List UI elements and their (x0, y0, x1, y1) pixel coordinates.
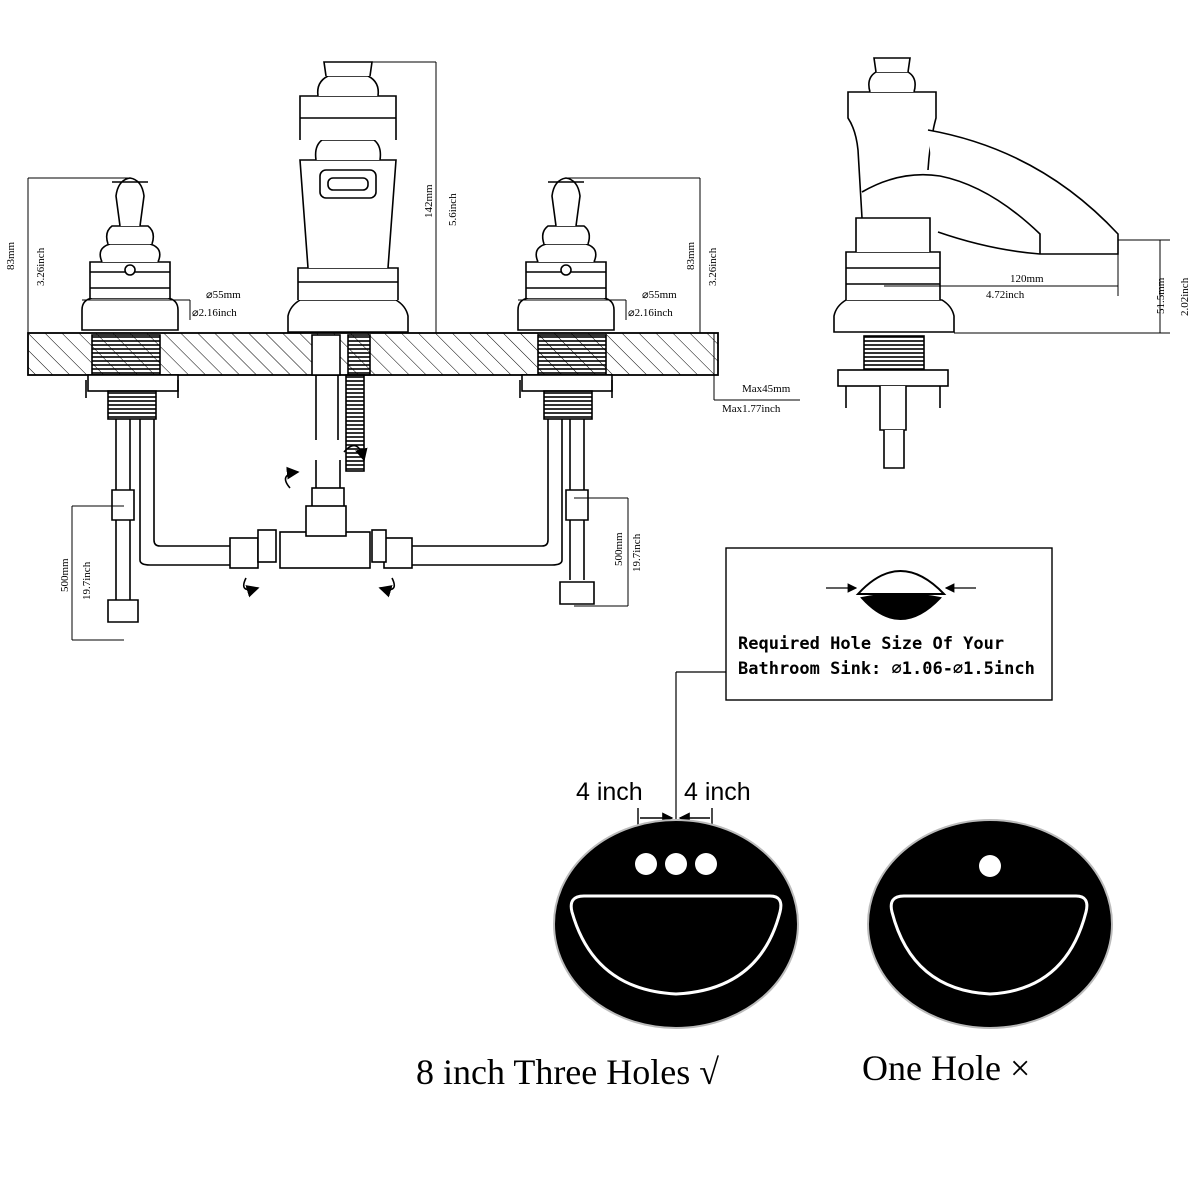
spout-clearance-mm: 51.5mm (1155, 277, 1167, 314)
three-hole-caption: 8 inch Three Holes √ (416, 1052, 719, 1092)
left-handle-height-inch: 3.26inch (35, 247, 47, 286)
right-hose-length-mm: 500mm (613, 532, 625, 566)
left-handle (81, 177, 179, 376)
spacing-left-label: 4 inch (576, 778, 643, 806)
right-hose-length-inch: 19.7inch (631, 533, 643, 572)
front-dimensions (27, 61, 800, 641)
hole-note-line2: Bathroom Sink: ⌀1.06-⌀1.5inch (738, 659, 1035, 679)
right-handle (517, 177, 615, 376)
sink-hole-single (979, 855, 1001, 877)
one-hole-caption: One Hole × (862, 1048, 1030, 1088)
right-handle-height-inch: 3.26inch (707, 247, 719, 286)
side-dimensions (884, 239, 1170, 334)
right-handle-diameter-inch: ⌀2.16inch (628, 307, 673, 319)
three-hole-sink (553, 819, 799, 1029)
deck-max-mm: Max45mm (742, 383, 791, 395)
left-hose-length-mm: 500mm (59, 558, 71, 592)
hole-size-callout (725, 547, 1053, 701)
one-hole-sink (867, 819, 1113, 1029)
spout-height-mm: 142mm (423, 184, 435, 218)
center-spout (279, 61, 409, 569)
deck-max-inch: Max1.77inch (722, 403, 781, 415)
reach-mm: 120mm (1010, 273, 1044, 285)
left-hose-length-inch: 19.7inch (81, 561, 93, 600)
right-supply-hose (371, 374, 613, 605)
spout-clearance-inch: 2.02inch (1179, 277, 1191, 316)
left-handle-diameter-mm: ⌀55mm (206, 289, 241, 301)
right-handle-height-mm: 83mm (685, 241, 697, 270)
left-handle-diameter-inch: ⌀2.16inch (192, 307, 237, 319)
reach-inch: 4.72inch (986, 289, 1025, 301)
sink-hole-left (635, 853, 657, 875)
leader-line (675, 671, 726, 822)
hole-note-line1: Required Hole Size Of Your (738, 634, 1004, 654)
side-view (833, 57, 1119, 469)
sink-hole-right (695, 853, 717, 875)
spacing-right-label: 4 inch (684, 778, 751, 806)
sink-hole-center (665, 853, 687, 875)
left-supply-hose (85, 374, 277, 623)
left-handle-height-mm: 83mm (5, 241, 17, 270)
right-handle-diameter-mm: ⌀55mm (642, 289, 677, 301)
spout-height-inch: 5.6inch (447, 193, 459, 226)
